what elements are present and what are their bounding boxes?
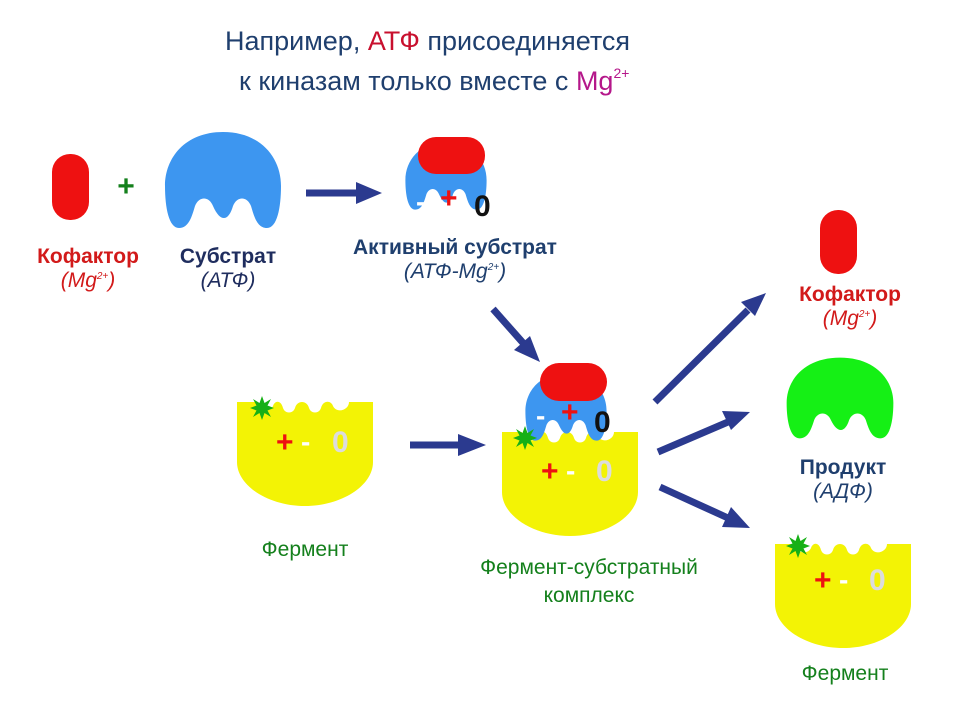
cofactor-title: Кофактор [37,245,139,268]
cofactor-shape [52,154,89,220]
complex-enzyme-charges: + - 0 [541,455,613,488]
released-enzyme-shape [775,543,911,648]
arrow-to-enzyme [658,483,750,528]
arrow-to-active [306,182,382,204]
charge-plus: + [814,564,832,597]
charge-plus: + [276,426,294,459]
charge-zero: 0 [474,190,491,223]
charge-zero: 0 [332,426,349,459]
arrow-to-cofactor [652,293,766,405]
complex-cofactor-shape [540,363,607,401]
released-cofactor-charge: 2+ [858,309,871,320]
released-active-site-star-icon [786,534,810,558]
product-subtitle: (АДФ) [813,480,873,503]
cofactor-close: ) [108,269,116,292]
charge-minus: - [839,564,848,595]
released-cofactor-mg: (Mg [822,307,859,330]
complex-line-2: комплекс [543,584,635,607]
enzyme-charges: + - 0 [276,426,349,459]
title-text-1: Например, [225,26,368,56]
enzyme-label: Фермент [261,538,349,561]
arrow-to-product [656,411,750,456]
active-cofactor-shape [418,137,485,174]
arrow-enzyme-to-complex [410,434,486,456]
released-cofactor-shape [820,210,857,274]
title-text-2: присоединяется [419,26,631,56]
released-cofactor-subtitle: (Mg2+) [770,307,930,331]
active-charge: 2+ [487,262,500,273]
product-title: Продукт [799,456,887,479]
substrate-title: Субстрат [179,245,277,268]
title-atp: АТФ [367,26,420,56]
charge-minus: - [566,455,575,486]
charge-minus: - [416,186,425,217]
active-mg: (АТФ-Mg [403,260,488,283]
active-substrate-subtitle: (АТФ-Mg2+) [310,260,600,284]
released-cofactor-close: ) [870,307,878,330]
cofactor-label: Кофактор (Mg2+) [8,245,168,293]
product-label: Продукт (АДФ) [763,456,923,504]
charge-plus: + [561,396,579,429]
charge-zero: 0 [869,564,886,597]
released-cofactor-title: Кофактор [799,283,901,306]
charge-zero: 0 [596,455,613,488]
title-text-3: к киназам только вместе с [239,66,576,96]
charge-minus: - [536,400,545,431]
title-mg-charge: 2+ [613,65,630,81]
substrate-subtitle: (АТФ) [200,269,256,292]
active-substrate-label: Активный субстрат (АТФ-Mg2+) [310,236,600,284]
substrate-label: Субстрат (АТФ) [148,245,308,293]
active-close: ) [499,260,507,283]
released-cofactor-label: Кофактор (Mg2+) [770,283,930,331]
title-line-2: к киназам только вместе с Mg2+ [239,66,629,97]
charge-minus: - [301,426,310,457]
released-enzyme-label: Фермент [801,662,889,685]
complex-active-site-star-icon [513,426,537,450]
complex-label: Фермент-субстратный комплекс [430,554,748,610]
active-site-star-icon [250,396,274,420]
charge-plus: + [541,455,559,488]
active-charges: - + 0 [416,182,491,223]
cofactor-charge: 2+ [96,271,109,282]
title-mg: Mg [575,66,614,96]
plus-sign: + [117,170,135,203]
complex-substrate-charges: - + 0 [536,396,611,439]
released-enzyme-charges: + - 0 [814,564,886,597]
complex-line-1: Фермент-субстратный [480,556,698,579]
arrow-to-complex [490,306,540,362]
active-substrate-title: Активный субстрат [353,236,557,259]
product-shape [786,357,894,439]
cofactor-subtitle: (Mg2+) [8,269,168,293]
cofactor-mg: (Mg [60,269,97,292]
title-line-1: Например, АТФ присоединяется [225,26,630,57]
substrate-shape [165,132,281,228]
charge-zero: 0 [594,406,611,439]
charge-plus: + [440,182,458,215]
